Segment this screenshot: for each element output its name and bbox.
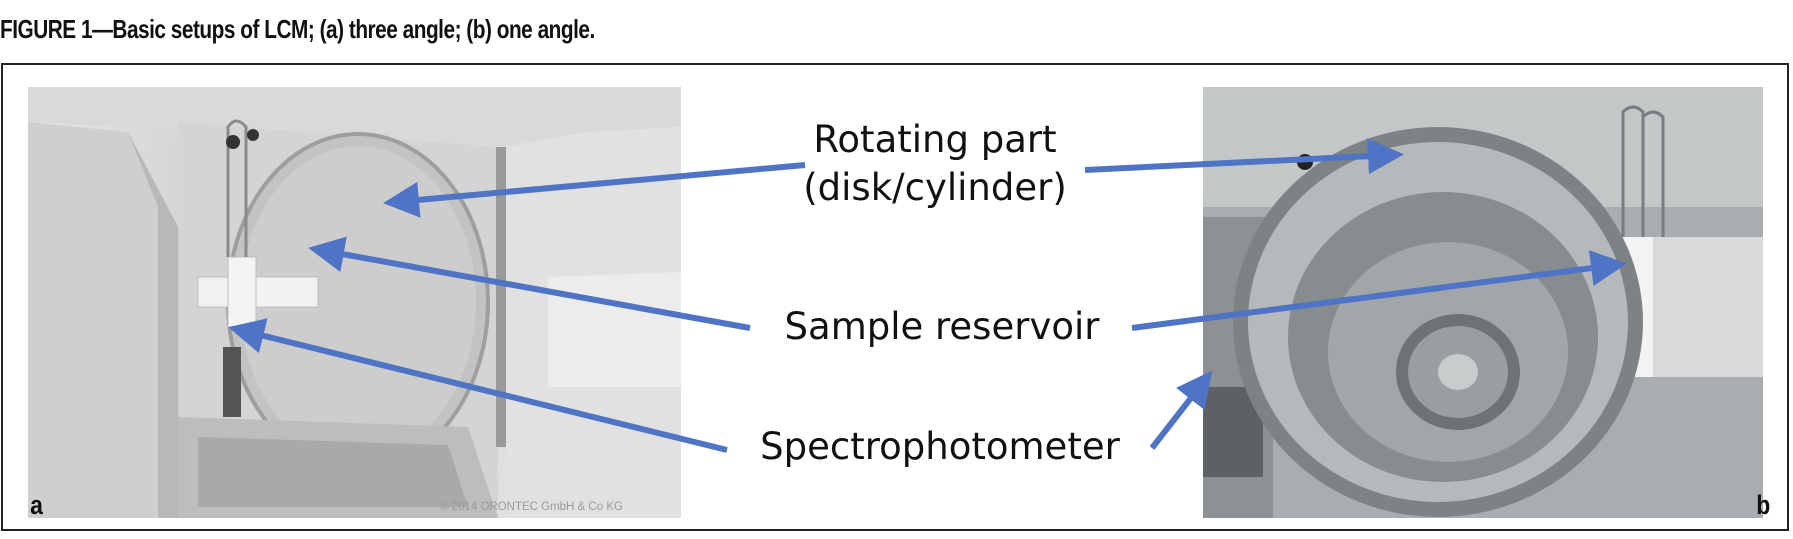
arrow-sample-to-panel-a (308, 236, 751, 331)
panel-letter-b: b (1756, 490, 1771, 520)
arrow-rotating-to-panel-b (1084, 138, 1404, 175)
label-rotating-line2: (disk/cylinder) (803, 166, 1067, 209)
photo-panel-b (1203, 87, 1763, 518)
arrow-spectro-to-panel-a (228, 318, 728, 453)
label-rotating-part: Rotating part (disk/cylinder) (760, 116, 1110, 212)
label-spectrophotometer: Spectrophotometer (760, 425, 1120, 468)
copyright-notice: © 2014 ORONTEC GmbH & Co KG (440, 501, 623, 513)
photo-panel-a (28, 87, 681, 518)
figure-caption: FIGURE 1—Basic setups of LCM; (a) three … (0, 14, 595, 44)
panel-letter-a: a (30, 490, 43, 520)
label-rotating-line1: Rotating part (813, 118, 1057, 161)
arrow-spectro-to-panel-b (1149, 370, 1213, 450)
instrument-three-angle-illustration (28, 87, 681, 518)
label-sample-reservoir: Sample reservoir (784, 305, 1100, 348)
arrow-rotating-to-panel-a (383, 162, 806, 218)
arrow-sample-to-panel-b (1131, 250, 1627, 331)
